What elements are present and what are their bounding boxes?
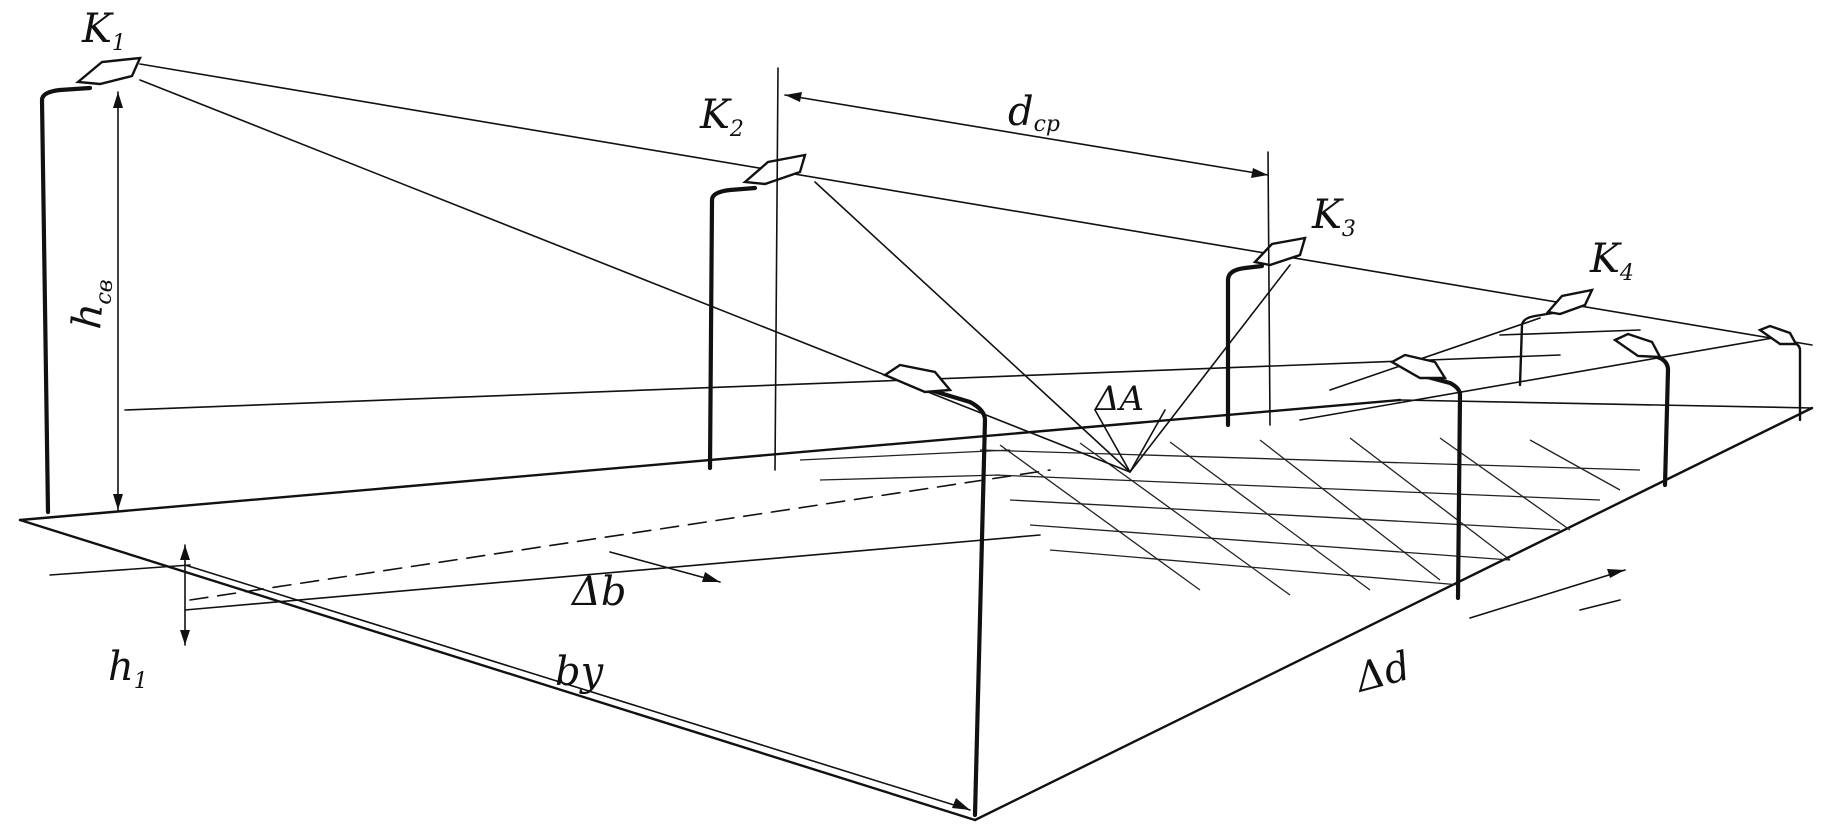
luminaire-k4	[1545, 288, 1595, 316]
dimension-lines	[113, 67, 1626, 811]
luminaire-near-4	[1757, 324, 1799, 346]
label-k3: K3	[1311, 192, 1356, 242]
label-h1: h1	[108, 644, 148, 694]
label-k2: K2	[699, 92, 744, 142]
label-delta-a: ΔA	[1093, 379, 1144, 419]
label-k4: K4	[1589, 236, 1634, 286]
luminaire-near-1	[882, 363, 953, 394]
light-rays	[124, 63, 1813, 473]
label-k1: K1	[81, 6, 126, 56]
label-by: by	[555, 649, 605, 695]
luminaire-k3	[1252, 236, 1307, 267]
luminaire-k1	[75, 56, 142, 86]
poles	[39, 85, 1802, 818]
label-d-sr: dср	[1008, 89, 1060, 137]
luminaire-near-2	[1389, 353, 1448, 380]
luminaires	[75, 56, 1799, 394]
luminaire-near-3	[1612, 332, 1663, 359]
label-h-sv: hсв	[64, 276, 118, 331]
ground-outline	[18, 398, 1814, 822]
calculation-grid	[799, 437, 1641, 596]
label-delta-d: Δd	[1349, 643, 1415, 702]
luminaire-k2	[742, 153, 807, 186]
label-delta-b: Δb	[570, 569, 627, 615]
labels: K1 K2 K3 K4 hсв dср ΔA Δb by h1 Δd	[64, 6, 1634, 702]
